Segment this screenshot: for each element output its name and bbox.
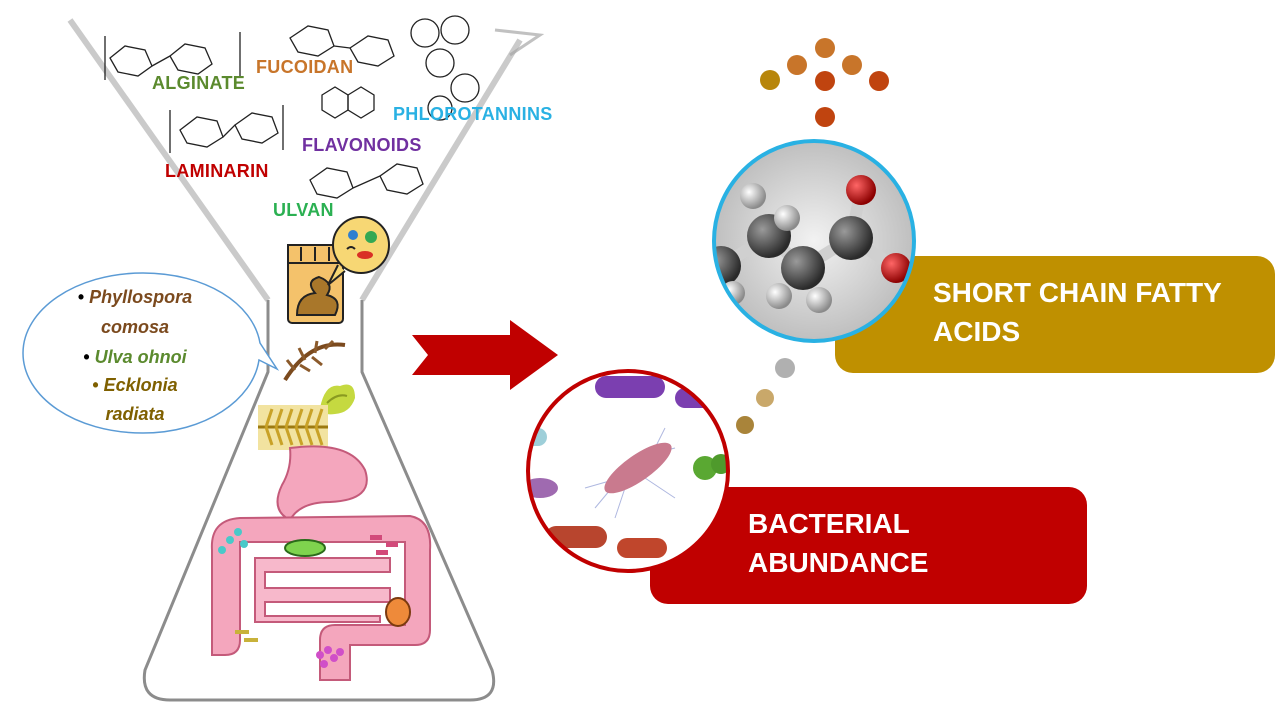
compound-label-ulvan: ULVAN [273,200,334,220]
seaweed-name-phyllospora-line2: comosa [100,317,170,337]
seaweed-name-ecklonia-line1: Ecklonia [103,375,178,395]
compound-label-alginate: ALGINATE [152,73,246,93]
scfa-label-line2: ACIDS [933,316,1021,347]
scfa-dots [760,38,889,127]
ulvan-structure-icon [309,163,424,199]
connector-dots [736,358,795,434]
scfa-molecule-image [712,139,916,343]
process-arrow [412,320,558,390]
gut-illustration [210,445,432,681]
seaweed-name-ulva: Ulva ohnoi [94,347,187,367]
seaweed-name-ecklonia-line2: radiata [105,404,165,424]
fucoidan-structure-icon [289,25,395,67]
compound-label-flavonoids: FLAVONOIDS [302,135,422,155]
flavonoid-structure-icon [321,86,375,119]
bacteria-image [526,369,730,573]
scfa-label-line1: SHORT CHAIN FATTY [933,277,1222,308]
fecal-sample-icon [287,216,390,324]
seaweed-name-phyllospora-line1: Phyllospora [89,287,193,307]
compound-label-phlorotannins: PHLOROTANNINS [393,104,553,124]
phyllospora-seaweed-image [283,339,346,382]
bacteria-label-line2: ABUNDANCE [748,547,929,578]
compound-label-laminarin: LAMINARIN [165,161,269,181]
ulva-seaweed-image [320,384,355,415]
seaweed-bullet-1: • Phyllospora [77,287,193,307]
bacteria-label-line1: BACTERIAL [748,508,910,539]
laminarin-structure-icon [169,105,284,153]
seaweed-bullet-2: • Ulva ohnoi [83,347,187,367]
ecklonia-seaweed-image [258,405,328,450]
speech-bubble [22,272,280,434]
seaweed-bullet-3: • Ecklonia [92,375,178,395]
compound-label-fucoidan: FUCOIDAN [256,57,354,77]
phlorotannin-structure-icon [410,15,480,121]
alginate-structure-icon [104,32,241,80]
